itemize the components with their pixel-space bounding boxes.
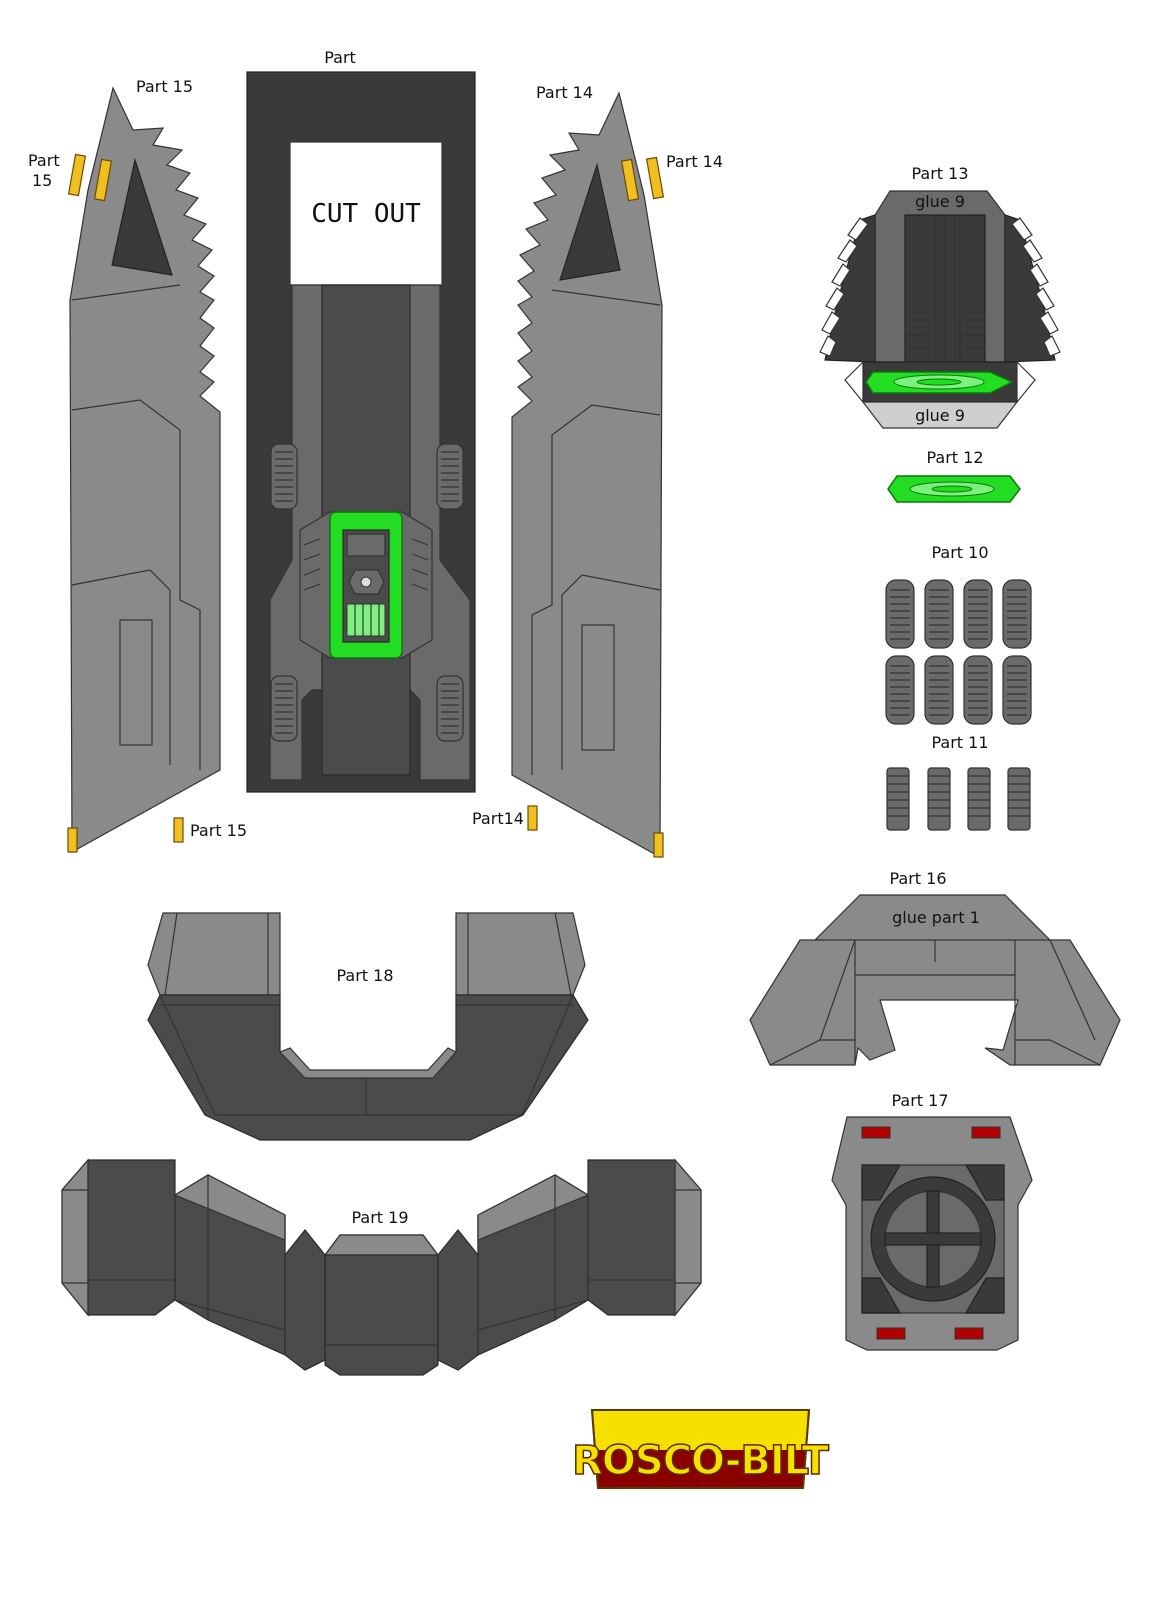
part-12: Part 12 <box>887 448 1021 503</box>
part15-side-label-b: 15 <box>32 171 52 190</box>
part-label: Part <box>324 48 356 67</box>
vent <box>270 443 298 510</box>
part14-bottom-label: Part14 <box>472 809 524 828</box>
part15-top-label: Part 15 <box>136 77 193 96</box>
part-17: Part 17 <box>831 1091 1033 1351</box>
part-13: Part 13 glue 9 glue 9 <box>819 164 1061 429</box>
part15-side-label-a: Part <box>28 151 60 170</box>
vent <box>436 675 464 742</box>
part-15-blade: Part 15 Part 15 Part 15 <box>28 77 247 854</box>
part-18: Part 18 <box>147 912 589 1141</box>
logo-text: ROSCO-BILT <box>572 1438 830 1484</box>
cut-out-label: CUT OUT <box>311 199 421 229</box>
part-19: Part 19 <box>61 1158 702 1376</box>
part19-label: Part 19 <box>351 1208 408 1227</box>
center-part: CUT OUT Part <box>246 48 476 793</box>
part13-label: Part 13 <box>911 164 968 183</box>
vent <box>436 443 464 510</box>
part15-bottom-label: Part 15 <box>190 821 247 840</box>
glue-part1-label: glue part 1 <box>892 908 980 927</box>
cut-out-window <box>289 141 443 286</box>
part14-side-label: Part 14 <box>666 152 723 171</box>
part-16: Part 16 glue part 1 <box>749 869 1121 1066</box>
part14-top-label: Part 14 <box>536 83 593 102</box>
part-14-blade: Part 14 Part 14 Part14 <box>472 83 723 859</box>
part10-label: Part 10 <box>931 543 988 562</box>
glue9-bottom-label: glue 9 <box>915 406 965 425</box>
glue9-top-label: glue 9 <box>915 192 965 211</box>
part17-label: Part 17 <box>891 1091 948 1110</box>
part16-label: Part 16 <box>889 869 946 888</box>
part-10: Part 10 <box>885 543 1032 725</box>
part12-label: Part 12 <box>926 448 983 467</box>
part18-label: Part 18 <box>336 966 393 985</box>
part11-label: Part 11 <box>931 733 988 752</box>
part-11: Part 11 <box>886 733 1031 831</box>
vent <box>270 675 298 742</box>
rosco-bilt-logo: ROSCO-BILT <box>571 1409 831 1489</box>
